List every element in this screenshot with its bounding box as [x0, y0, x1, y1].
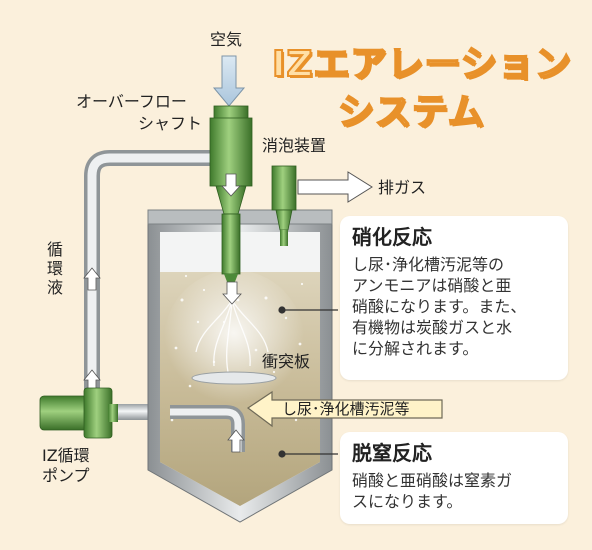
circulating-liquid-label: 循環液 — [46, 240, 63, 297]
pump-label-line2: ポンプ — [42, 466, 90, 485]
inflow-arrow-icon — [246, 390, 443, 428]
overflow-shaft — [209, 105, 253, 305]
exhaust-arrow-icon — [297, 171, 373, 203]
denitrification-heading: 脱窒反応 — [352, 441, 432, 465]
page-title-line-2: システム — [337, 91, 485, 134]
inflow-label: し尿･浄化槽汚泥等 — [282, 400, 410, 418]
defoamer-unit — [271, 165, 297, 246]
overflow-shaft-label-line2: シャフト — [138, 114, 203, 133]
page-title: IZエアレーション — [271, 43, 572, 86]
nitrification-heading: 硝化反応 — [352, 225, 432, 249]
overflow-shaft-label-line1: オーバーフロー — [76, 92, 187, 111]
reaction-tank — [147, 209, 333, 523]
defoamer-label: 消泡装置 — [262, 136, 327, 155]
denitrification-callout: 脱窒反応 硝酸と亜硝酸は窒素ガ スになります。 — [340, 432, 568, 524]
pump-label-line1: IZ循環 — [42, 446, 90, 465]
iz-circulation-pump — [39, 387, 118, 439]
nitrification-callout: 硝化反応 し尿･浄化槽汚泥等の アンモニアは硝酸と亜 硝酸になります。また、 有… — [340, 216, 568, 380]
air-inlet-arrow-icon — [212, 55, 246, 107]
exhaust-label: 排ガス — [378, 178, 427, 197]
air-label: 空気 — [210, 30, 243, 49]
nitrification-text: し尿･浄化槽汚泥等の アンモニアは硝酸と亜 硝酸になります。また、 有機物は炭酸… — [352, 255, 527, 358]
baffle-label: 衝突板 — [262, 352, 311, 371]
circulation-up-arrow-icon — [83, 267, 101, 291]
leader-lines — [278, 306, 338, 458]
denitrification-text: 硝酸と亜硝酸は窒素ガ スになります。 — [352, 471, 513, 511]
